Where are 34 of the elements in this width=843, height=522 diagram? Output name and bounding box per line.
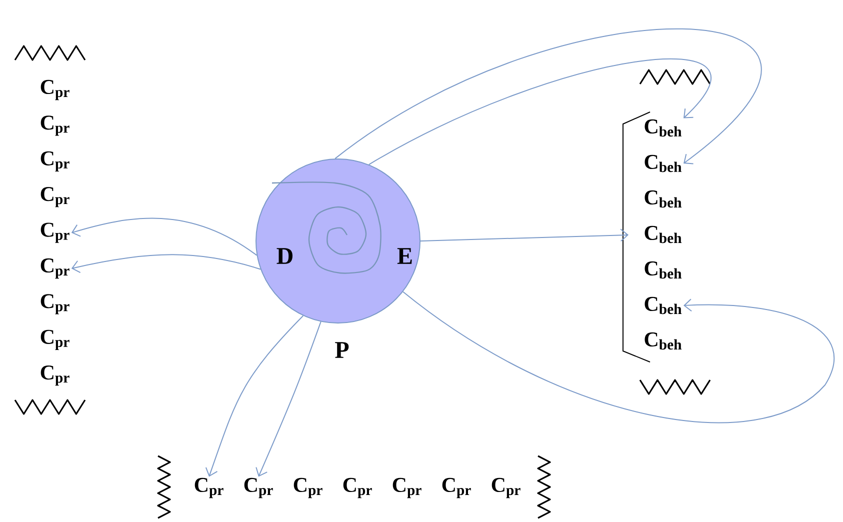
cell-label: C$_{beh}$ [644, 190, 682, 208]
cell-label: C$_{beh}$ [644, 119, 682, 137]
arrow [420, 228, 629, 242]
arrow [205, 315, 304, 477]
cell-label: C$_{beh}$ [644, 154, 682, 172]
cell-label: C$_{pr}$ [40, 222, 70, 243]
arrow [402, 291, 835, 424]
cell-label: C$_{pr}$ [442, 478, 471, 498]
cell-label: C$_{pr}$ [40, 294, 70, 314]
cell-label: C$_{pr}$ [40, 366, 70, 386]
cell-label: C$_{pr}$ [244, 478, 273, 498]
arrow [71, 218, 258, 256]
cell-label: C$_{pr}$ [40, 80, 70, 100]
cell-label: C$_{pr}$ [40, 258, 70, 279]
cell-label: C$_{pr}$ [194, 478, 224, 498]
letter-label: E [397, 248, 412, 264]
cell-label: C$_{pr}$ [40, 116, 70, 136]
arrow [256, 321, 322, 477]
letter-label: P [335, 342, 349, 358]
cell-label: C$_{beh}$ [644, 332, 682, 350]
arrow [368, 58, 712, 165]
arrow [334, 28, 762, 164]
cell-label: C$_{pr}$ [392, 478, 422, 498]
cell-label: C$_{beh}$ [644, 226, 682, 244]
arrow [71, 254, 261, 274]
letter-label: D [276, 248, 292, 264]
cell-label: C$_{pr}$ [294, 478, 322, 498]
cell-label: C$_{beh}$ [644, 296, 682, 314]
cell-label: C$_{pr}$ [40, 187, 70, 208]
cell-label: C$_{pr}$ [40, 330, 70, 350]
cell-label: C$_{pr}$ [492, 478, 520, 498]
cell-label: C$_{beh}$ [644, 261, 682, 279]
cell-label: C$_{pr}$ [343, 478, 372, 498]
cell-label: C$_{pr}$ [40, 151, 70, 172]
